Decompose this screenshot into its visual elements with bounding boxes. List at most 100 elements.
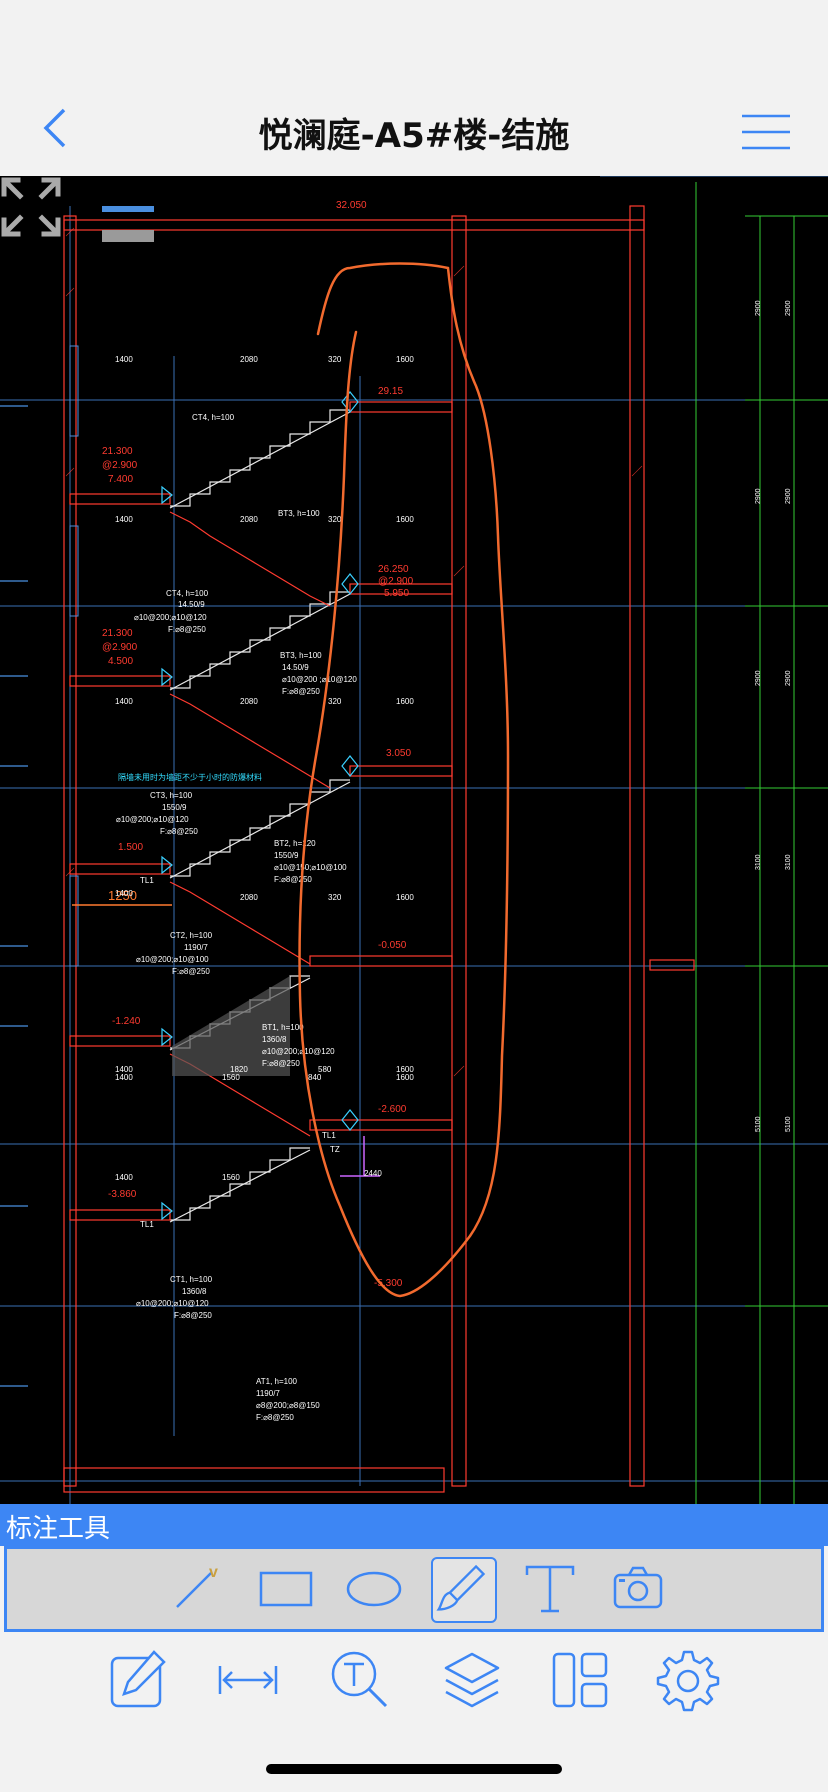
layers-button[interactable] bbox=[440, 1648, 504, 1712]
settings-button[interactable] bbox=[656, 1648, 720, 1712]
right-dim: 2900 bbox=[755, 488, 762, 504]
right-dim: 5100 bbox=[755, 1116, 762, 1132]
ellipse-tool[interactable] bbox=[343, 1557, 405, 1619]
dim-label: 1400 bbox=[115, 1065, 133, 1074]
ct4b-label: CT4, h=100 bbox=[166, 589, 209, 598]
measure-button[interactable] bbox=[216, 1648, 280, 1712]
dim-label: 1400 bbox=[115, 1073, 133, 1082]
dim-label: 1600 bbox=[396, 515, 414, 524]
right-dim: 2900 bbox=[755, 670, 762, 686]
layout-button[interactable] bbox=[548, 1648, 612, 1712]
ct1-label: CT1, h=100 bbox=[170, 1275, 213, 1284]
ct2-line: 1190/7 bbox=[184, 943, 208, 952]
measure-icon bbox=[218, 1666, 278, 1694]
wall-note: 隔墙未用时为墙距不少于小时的防爆材料 bbox=[118, 772, 262, 782]
text-tool[interactable] bbox=[519, 1557, 581, 1619]
elev-label: 21.300 bbox=[102, 446, 133, 457]
right-dim: 5100 bbox=[785, 1116, 792, 1132]
text-search-button[interactable] bbox=[328, 1648, 392, 1712]
rectangle-tool[interactable] bbox=[255, 1557, 317, 1619]
cad-drawing: 32.050 29.15 26.250 @2.900 5.950 3.050 1… bbox=[0, 176, 828, 1504]
gear-icon bbox=[656, 1650, 720, 1712]
line-tool[interactable]: v bbox=[167, 1557, 229, 1619]
bt3b-line: ⌀10@200 ;⌀10@120 bbox=[282, 675, 357, 684]
dim-label: 2080 bbox=[240, 515, 258, 524]
text-icon bbox=[525, 1565, 575, 1613]
bt1-label: BT1, h=100 bbox=[262, 1023, 304, 1032]
svg-text:v: v bbox=[209, 1564, 218, 1581]
elev-label: 7.400 bbox=[108, 474, 133, 485]
dim-label: 2080 bbox=[240, 697, 258, 706]
elev-label: -2.600 bbox=[378, 1104, 407, 1115]
bt2-label: BT2, h=120 bbox=[274, 839, 316, 848]
ct1-line: ⌀10@200;⌀10@120 bbox=[136, 1299, 209, 1308]
tl-label: TL1 bbox=[140, 876, 154, 885]
bt3b-line: F:⌀8@250 bbox=[282, 687, 320, 696]
elev-label: -1.240 bbox=[112, 1016, 141, 1027]
ct4b-line: 14.50/9 bbox=[178, 600, 205, 609]
pen-tool[interactable] bbox=[431, 1557, 497, 1623]
elev-label: 29.15 bbox=[378, 386, 403, 397]
elev-label: @2.900 bbox=[102, 460, 138, 471]
annotation-toolbar: v bbox=[4, 1546, 824, 1632]
camera-icon bbox=[613, 1566, 663, 1609]
ct4b-line: ⌀10@200;⌀10@120 bbox=[134, 613, 207, 622]
elev-label: 21.300 bbox=[102, 628, 133, 639]
dim-label: 1560 bbox=[222, 1073, 240, 1082]
tl-label: TL1 bbox=[322, 1131, 336, 1140]
page-title: 悦澜庭-A5#楼-结施 bbox=[258, 116, 570, 156]
right-dim: 3100 bbox=[755, 854, 762, 870]
ct2-line: ⌀10@200;⌀10@100 bbox=[136, 955, 209, 964]
drawing-canvas[interactable]: 32.050 29.15 26.250 @2.900 5.950 3.050 1… bbox=[0, 176, 828, 1504]
back-chevron-icon[interactable] bbox=[36, 104, 76, 152]
dim-label: 1600 bbox=[396, 697, 414, 706]
dim-label: 1600 bbox=[396, 1073, 414, 1082]
dim-label: 580 bbox=[318, 1065, 332, 1074]
elev-label: -0.050 bbox=[378, 940, 407, 951]
edit-button[interactable] bbox=[106, 1648, 170, 1712]
bt2-line: 1550/9 bbox=[274, 851, 299, 860]
ct3-line: F:⌀8@250 bbox=[160, 827, 198, 836]
dim-label: 1600 bbox=[396, 355, 414, 364]
ct3-line: 1550/9 bbox=[162, 803, 187, 812]
fullscreen-icon[interactable] bbox=[0, 176, 62, 238]
tz-label: TZ bbox=[330, 1145, 340, 1154]
bt2-line: ⌀10@150;⌀10@100 bbox=[274, 863, 347, 872]
bt1-line: ⌀10@200;⌀10@120 bbox=[262, 1047, 335, 1056]
right-dim: 3100 bbox=[785, 854, 792, 870]
ct4-label: CT4, h=100 bbox=[192, 413, 235, 422]
tools-header: 标注工具 bbox=[0, 1504, 828, 1546]
elev-label: @2.900 bbox=[378, 576, 414, 587]
dim-label: 1400 bbox=[115, 889, 133, 898]
dim-label: 840 bbox=[308, 1073, 322, 1082]
dim-label: 2080 bbox=[240, 355, 258, 364]
right-dim: 2900 bbox=[785, 300, 792, 316]
tools-header-title: 标注工具 bbox=[6, 1514, 111, 1544]
bt3b-line: 14.50/9 bbox=[282, 663, 309, 672]
ct3-label: CT3, h=100 bbox=[150, 791, 193, 800]
dim-label: 1600 bbox=[396, 1065, 414, 1074]
bt2-line: F:⌀8@250 bbox=[274, 875, 312, 884]
dim-label: 1560 bbox=[222, 1173, 240, 1182]
ct3-line: ⌀10@200;⌀10@120 bbox=[116, 815, 189, 824]
elev-label: -5.300 bbox=[374, 1278, 403, 1289]
ct4b-line: F:⌀8@250 bbox=[168, 625, 206, 634]
elev-label: 1.500 bbox=[118, 842, 143, 853]
menu-icon[interactable] bbox=[740, 112, 792, 152]
dim-label: 1400 bbox=[115, 355, 133, 364]
bt3b-label: BT3, h=100 bbox=[280, 651, 322, 660]
ct2-line: F:⌀8@250 bbox=[172, 967, 210, 976]
at1-label: AT1, h=100 bbox=[256, 1377, 298, 1386]
dim-label: 1400 bbox=[115, 1173, 133, 1182]
dim-label: 1600 bbox=[396, 893, 414, 902]
dim-label: 1400 bbox=[115, 515, 133, 524]
ct1-line: 1360/8 bbox=[182, 1287, 207, 1296]
highlight-dim: 1250 bbox=[108, 888, 137, 903]
right-dim: 2900 bbox=[755, 300, 762, 316]
camera-tool[interactable] bbox=[607, 1557, 669, 1619]
bottom-toolbar bbox=[0, 1636, 828, 1792]
bt3a-label: BT3, h=100 bbox=[278, 509, 320, 518]
elev-label: @2.900 bbox=[102, 642, 138, 653]
freehand-annotation bbox=[298, 262, 510, 1298]
elev-label: 3.050 bbox=[386, 748, 411, 759]
